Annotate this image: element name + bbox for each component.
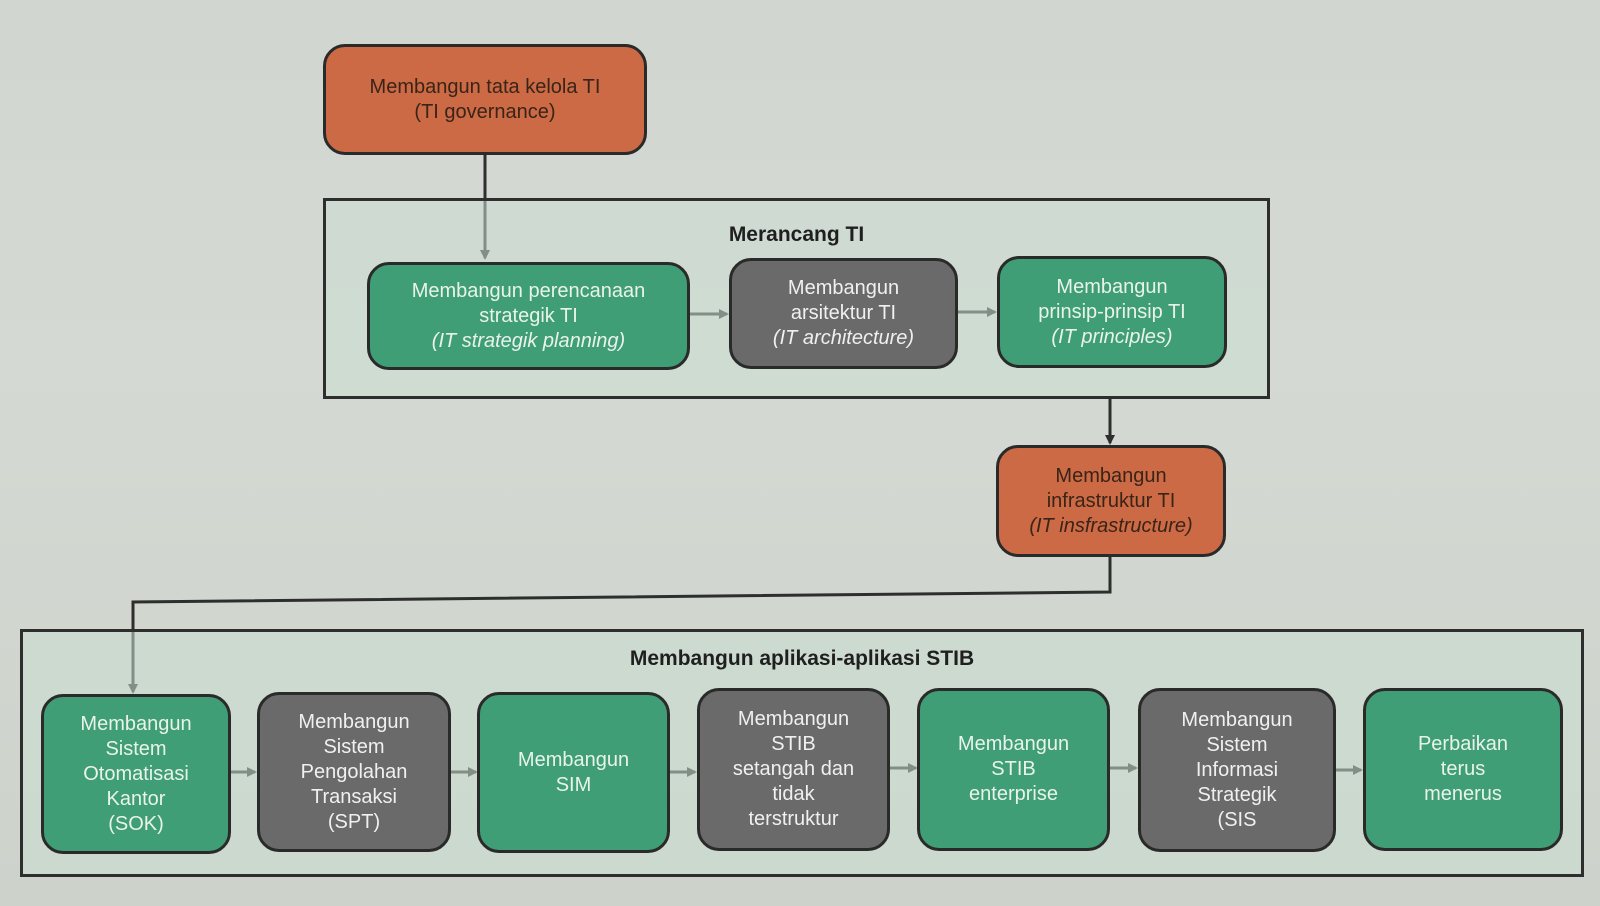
app-node-line: Otomatisasi [83,762,189,785]
design-group-title: Merancang TI [728,223,865,246]
infrastructure-line3: (IT insfrastructure) [1029,514,1193,537]
architecture-line1: Membangun [787,277,900,299]
strategic-line3: (IT strategik planning) [431,329,626,352]
apps-group-title: Membangun aplikasi-aplikasi STIB [629,647,975,670]
governance-line1: Membangun tata kelola TI [369,75,601,98]
app-node-line: Membangun [957,733,1070,755]
app-node-line: Membangun [80,712,192,735]
principles-node: Membangun prinsip-prinsip TI (IT princip… [997,256,1227,368]
strategic-line1: Membangun perencanaan [411,279,646,302]
app-node-continuous-improvement: Perbaikan terus menerus [1363,688,1563,851]
app-node-line: Sistem [1206,733,1268,756]
architecture-line3: (IT architecture) [772,327,915,349]
strategic-planning-node: Membangun perencanaan strategik TI (IT s… [367,262,690,370]
app-node-line: setangah dan [732,758,855,780]
app-node-line: (SPT) [327,810,381,833]
principles-line3: (IT principles) [1051,325,1173,348]
app-node-line: STIB [991,758,1036,780]
app-node-line: Membangun [298,710,410,733]
architecture-line2: arsitektur TI [790,302,897,324]
app-node-line: Membangun [517,748,630,771]
app-node-line: SIM [555,773,592,796]
governance-line2: (TI governance) [414,100,556,123]
app-node-line: (SIS [1217,808,1257,831]
app-node-line: Pengolahan [300,760,408,783]
app-node-line: terstruktur [748,808,839,830]
app-node-line: Sistem [105,737,167,760]
principles-line1: Membangun [1056,275,1168,298]
app-node-line: tidak [772,783,815,805]
app-node-line: Kantor [106,787,166,810]
app-node-line: menerus [1424,783,1502,805]
governance-node: Membangun tata kelola TI (TI governance) [323,44,647,155]
app-node-line: terus [1440,758,1486,780]
app-node-line: enterprise [969,783,1058,805]
principles-line2: prinsip-prinsip TI [1038,300,1186,323]
app-node-line: Membangun [737,708,850,730]
app-node-line: STIB [771,733,816,755]
strategic-line2: strategik TI [479,304,578,327]
app-node-line: Membangun [1181,708,1293,731]
app-node-line: Sistem [323,735,385,758]
app-node-line: Perbaikan [1417,733,1509,755]
infrastructure-line1: Membangun [1055,464,1167,487]
app-node-line: Transaksi [311,785,397,808]
app-node-line: (SOK) [108,812,164,835]
infrastructure-node: Membangun infrastruktur TI (IT insfrastr… [996,445,1226,557]
app-node-line: Informasi [1195,758,1279,781]
infrastructure-line2: infrastruktur TI [1046,489,1176,512]
architecture-node: Membangun arsitektur TI (IT architecture… [729,258,958,369]
app-node-line: Strategik [1197,783,1277,806]
